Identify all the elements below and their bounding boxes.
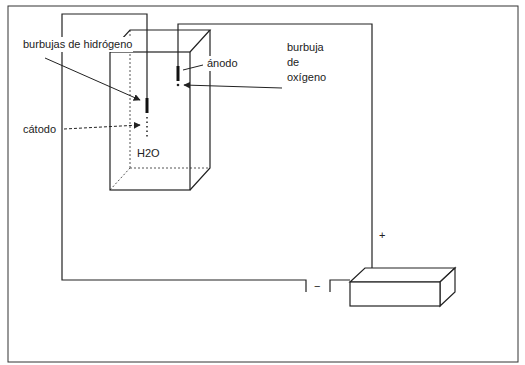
cathode-wire <box>62 14 306 292</box>
leader-line <box>183 65 203 70</box>
polarity-sign: − <box>313 279 321 294</box>
leader-arrow <box>45 58 140 100</box>
hydrogen-bubbles <box>146 117 148 138</box>
callout-label: burbuja de oxígeno <box>286 40 338 85</box>
polarity-sign: + <box>378 228 386 243</box>
battery-symbol <box>350 268 455 306</box>
leader-arrow <box>64 125 140 129</box>
anode-electrode <box>177 66 180 81</box>
callout-label: cátodo <box>22 122 57 137</box>
anode-wire <box>178 24 372 270</box>
water-container <box>110 30 210 190</box>
container-hidden-edges <box>110 30 210 190</box>
leader-arrow <box>184 85 282 88</box>
callout-label: burbujas de hidrógeno <box>22 37 133 52</box>
battery-negative-wire <box>330 280 350 292</box>
cathode-electrode <box>146 98 149 113</box>
outer-frame <box>8 6 518 362</box>
oxygen-bubble <box>177 84 180 87</box>
substance-label: H2O <box>136 146 161 161</box>
callout-label: ánodo <box>206 56 239 71</box>
